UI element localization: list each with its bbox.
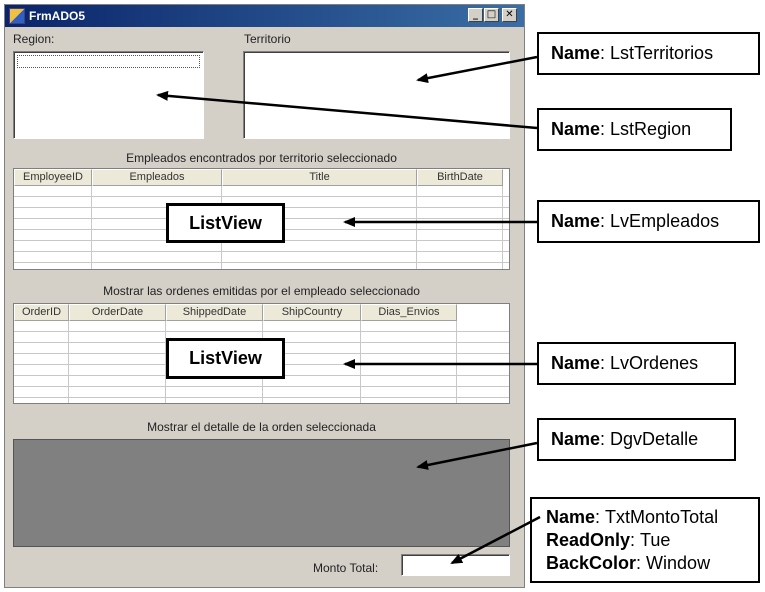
callout-separator: : (600, 43, 611, 63)
callout-key: Name (546, 506, 596, 527)
column-header-orderid[interactable]: OrderID (14, 304, 69, 321)
table-row[interactable] (14, 252, 509, 263)
column-header-empleados[interactable]: Empleados (92, 169, 222, 186)
callout-value: DgvDetalle (610, 429, 699, 449)
callout-value: Tue (640, 529, 671, 550)
callout-separator: : (595, 506, 606, 527)
callout-value: LstTerritorios (610, 43, 714, 63)
column-divider (360, 321, 361, 403)
arrow-dgv-detalle (416, 441, 538, 470)
territorio-label: Territorio (244, 32, 291, 46)
callout-separator: : (600, 211, 611, 231)
callout-value: LvEmpleados (610, 211, 720, 231)
arrow-txt-monto-total (450, 515, 541, 565)
arrow-lst-territorios (416, 55, 538, 84)
column-divider (502, 186, 503, 269)
callout-key: Name (551, 119, 601, 139)
callout-value: Window (646, 552, 711, 573)
detalle-caption: Mostrar el detalle de la orden seleccion… (147, 420, 376, 434)
window-title: FrmADO5 (29, 9, 86, 23)
callout-separator: : (636, 552, 647, 573)
table-row[interactable] (14, 186, 509, 197)
callout-key: Name (551, 211, 601, 231)
callout-txt-monto-total: Name: TxtMontoTotal ReadOnly: Tue BackCo… (530, 497, 760, 583)
table-row[interactable] (14, 321, 509, 332)
table-row[interactable] (14, 376, 509, 387)
callout-key: BackColor (546, 552, 637, 573)
callout-separator: : (600, 119, 611, 139)
callout-separator: : (630, 529, 641, 550)
callout-value: LstRegion (610, 119, 692, 139)
ordenes-caption: Mostrar las ordenes emitidas por el empl… (103, 284, 420, 298)
empleados-caption: Empleados encontrados por territorio sel… (126, 151, 397, 165)
listview-overlay-ordenes: ListView (166, 338, 285, 379)
lv-empleados-header: EmployeeID Empleados Title BirthDate (14, 169, 503, 186)
column-header-shippeddate[interactable]: ShippedDate (166, 304, 263, 321)
column-header-title[interactable]: Title (222, 169, 417, 186)
callout-key: ReadOnly (546, 529, 631, 550)
listview-overlay-empleados: ListView (166, 203, 285, 243)
callout-key: Name (551, 353, 601, 373)
callout-lv-ordenes: Name: LvOrdenes (537, 342, 736, 385)
lst-territorios-listbox[interactable] (243, 51, 510, 139)
arrow-lst-region (156, 90, 538, 130)
column-divider (456, 321, 457, 403)
focus-rectangle (17, 55, 200, 68)
column-divider (68, 321, 69, 403)
callout-lv-empleados: Name: LvEmpleados (537, 200, 760, 243)
callout-line-readonly: ReadOnly: Tue (546, 529, 670, 552)
monto-total-label: Monto Total: (313, 561, 379, 575)
column-header-dias-envios[interactable]: Dias_Envios (361, 304, 457, 321)
column-header-orderdate[interactable]: OrderDate (69, 304, 166, 321)
callout-lst-region: Name: LstRegion (537, 108, 732, 151)
maximize-button[interactable]: □ (484, 8, 499, 22)
callout-line-name: Name: TxtMontoTotal (546, 506, 718, 529)
column-divider (91, 186, 92, 269)
callout-value: LvOrdenes (610, 353, 699, 373)
lv-ordenes-header: OrderID OrderDate ShippedDate ShipCountr… (14, 304, 457, 321)
region-label: Region: (13, 32, 55, 46)
callout-value: TxtMontoTotal (605, 506, 719, 527)
table-row[interactable] (14, 241, 509, 252)
column-divider (416, 186, 417, 269)
callout-dgv-detalle: Name: DgvDetalle (537, 418, 736, 461)
callout-key: Name (551, 43, 601, 63)
callout-line-backcolor: BackColor: Window (546, 552, 710, 575)
column-divider (165, 321, 166, 403)
close-button[interactable]: ✕ (502, 8, 517, 22)
dgv-detalle-grid[interactable] (13, 439, 510, 547)
column-header-employeeid[interactable]: EmployeeID (14, 169, 92, 186)
callout-separator: : (600, 429, 611, 449)
callout-separator: : (600, 353, 611, 373)
callout-key: Name (551, 429, 601, 449)
title-bar[interactable]: FrmADO5 _ □ ✕ (5, 5, 524, 27)
column-header-shipcountry[interactable]: ShipCountry (263, 304, 361, 321)
table-row[interactable] (14, 387, 509, 398)
minimize-button[interactable]: _ (468, 8, 483, 22)
form-window: FrmADO5 _ □ ✕ Region: Territorio Emplead… (4, 4, 525, 588)
column-header-birthdate[interactable]: BirthDate (417, 169, 503, 186)
callout-lst-territorios: Name: LstTerritorios (537, 32, 760, 75)
app-icon (9, 8, 25, 24)
